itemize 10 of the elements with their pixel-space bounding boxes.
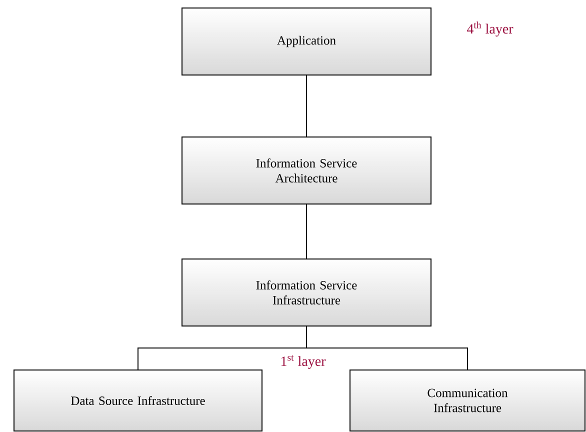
process-box: Data Source Infrastructure: [14, 370, 262, 432]
process-box: Application: [182, 8, 432, 76]
connector-line: [306, 75, 307, 137]
process-box: Information Service Infrastructure: [182, 258, 432, 326]
process-box: Information Service Architecture: [182, 136, 432, 204]
layer-label: 1$^{st}$ layer: [281, 355, 326, 369]
connector-line: [306, 326, 468, 370]
connector-line: [306, 204, 307, 259]
layer-label: 4$^{th}$ layer: [466, 21, 514, 37]
process-box: Communication Infrastructure: [350, 370, 586, 432]
